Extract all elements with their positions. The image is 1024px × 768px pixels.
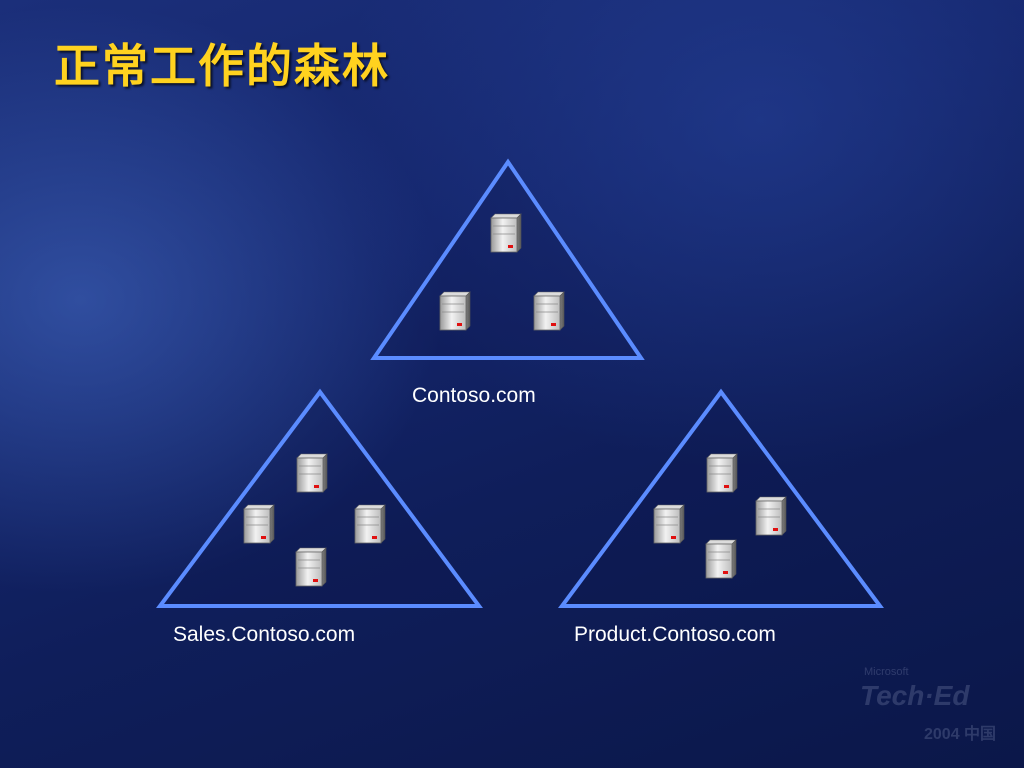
watermark-year: 2004 中国: [924, 726, 997, 743]
domain-label-contoso: Contoso.com: [412, 384, 536, 407]
server-icon: [243, 504, 275, 544]
slide-title: 正常工作的森林: [54, 39, 390, 93]
triangle-contoso: [370, 158, 645, 360]
watermark-brand: Microsoft: [864, 666, 909, 678]
server-icon: [653, 504, 685, 544]
teched-watermark-logo: Microsoft Tech·Ed 2004 中国: [840, 664, 1010, 754]
server-icon: [755, 496, 787, 536]
triangle-product: [558, 388, 884, 608]
server-icon: [295, 547, 327, 587]
domain-sales: [156, 388, 483, 608]
server-icon: [354, 504, 386, 544]
domain-label-product: Product.Contoso.com: [574, 623, 776, 646]
domain-contoso: [370, 158, 645, 360]
server-icon: [533, 291, 565, 331]
server-icon: [706, 453, 738, 493]
server-icon: [439, 291, 471, 331]
domain-label-sales: Sales.Contoso.com: [173, 623, 356, 646]
server-icon: [296, 453, 328, 493]
server-icon: [705, 539, 737, 579]
server-icon: [490, 213, 522, 253]
domain-product: [558, 388, 884, 608]
triangle-sales: [156, 388, 483, 608]
watermark-event: Tech·Ed: [860, 680, 970, 711]
